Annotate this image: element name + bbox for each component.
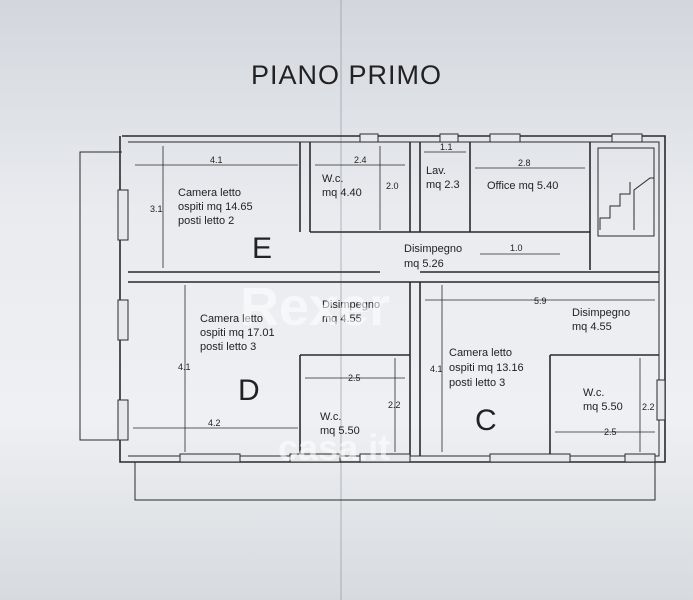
dim-d-width: 4.2 <box>208 418 221 428</box>
dim-wcd-height: 2.2 <box>388 400 401 410</box>
disimpegno-d-line2: mq 4.55 <box>322 313 362 325</box>
site-watermark: casa.it <box>278 427 390 468</box>
camera-d-line3: posti letto 3 <box>200 341 256 353</box>
camera-e-line3: posti letto 2 <box>178 215 234 227</box>
wcd-line2: mq 5.50 <box>320 425 360 437</box>
dim-e-height: 3.1 <box>150 204 163 214</box>
wcd-line1: W.c. <box>320 411 341 423</box>
dim-c-width: 5.9 <box>534 296 547 306</box>
camera-c-line3: posti letto 3 <box>449 377 505 389</box>
office-label: Office mq 5.40 <box>487 180 558 192</box>
dim-wcc-height: 2.2 <box>642 402 655 412</box>
disimpegno-c-line1: Disimpegno <box>572 307 630 319</box>
camera-d-line2: ospiti mq 17.01 <box>200 327 275 339</box>
dim-lav-width: 1.1 <box>440 142 453 152</box>
dim-c-height: 4.1 <box>430 364 443 374</box>
disimpegno-top-line2: mq 5.26 <box>404 258 444 270</box>
zone-d-letter: D <box>238 374 260 407</box>
dim-office-width: 2.8 <box>518 158 531 168</box>
dim-e-width: 4.1 <box>210 155 223 165</box>
lav-line1: Lav. <box>426 165 446 177</box>
dim-dis-width: 1.0 <box>510 243 523 253</box>
wc1-line1: W.c. <box>322 173 343 185</box>
camera-c-line2: ospiti mq 13.16 <box>449 362 524 374</box>
disimpegno-d-line1: Disimpegno <box>322 299 380 311</box>
dim-wc1-height: 2.0 <box>386 181 399 191</box>
dim-wcc-width: 2.5 <box>604 427 617 437</box>
camera-d-line1: Camera letto <box>200 313 263 325</box>
dimension-lines <box>133 146 655 452</box>
camera-c-line1: Camera letto <box>449 347 512 359</box>
lav-line2: mq 2.3 <box>426 179 460 191</box>
paper-fold <box>340 0 342 600</box>
plan-title: PIANO PRIMO <box>250 60 443 90</box>
walls <box>79 133 666 501</box>
zone-c-letter: C <box>475 404 497 437</box>
wc1-line2: mq 4.40 <box>322 187 362 199</box>
wcc-line2: mq 5.50 <box>583 401 623 413</box>
camera-e-line1: Camera letto <box>178 187 241 199</box>
zone-e-letter: E <box>252 232 272 265</box>
camera-e-line2: ospiti mq 14.65 <box>178 201 253 213</box>
dim-wcd-width: 2.5 <box>348 373 361 383</box>
disimpegno-top-line1: Disimpegno <box>404 243 462 255</box>
disimpegno-c-line2: mq 4.55 <box>572 321 612 333</box>
wcc-line1: W.c. <box>583 387 604 399</box>
brand-watermark: Rexer <box>240 277 390 337</box>
dim-d-height: 4.1 <box>178 362 191 372</box>
dim-wc1-width: 2.4 <box>354 155 367 165</box>
